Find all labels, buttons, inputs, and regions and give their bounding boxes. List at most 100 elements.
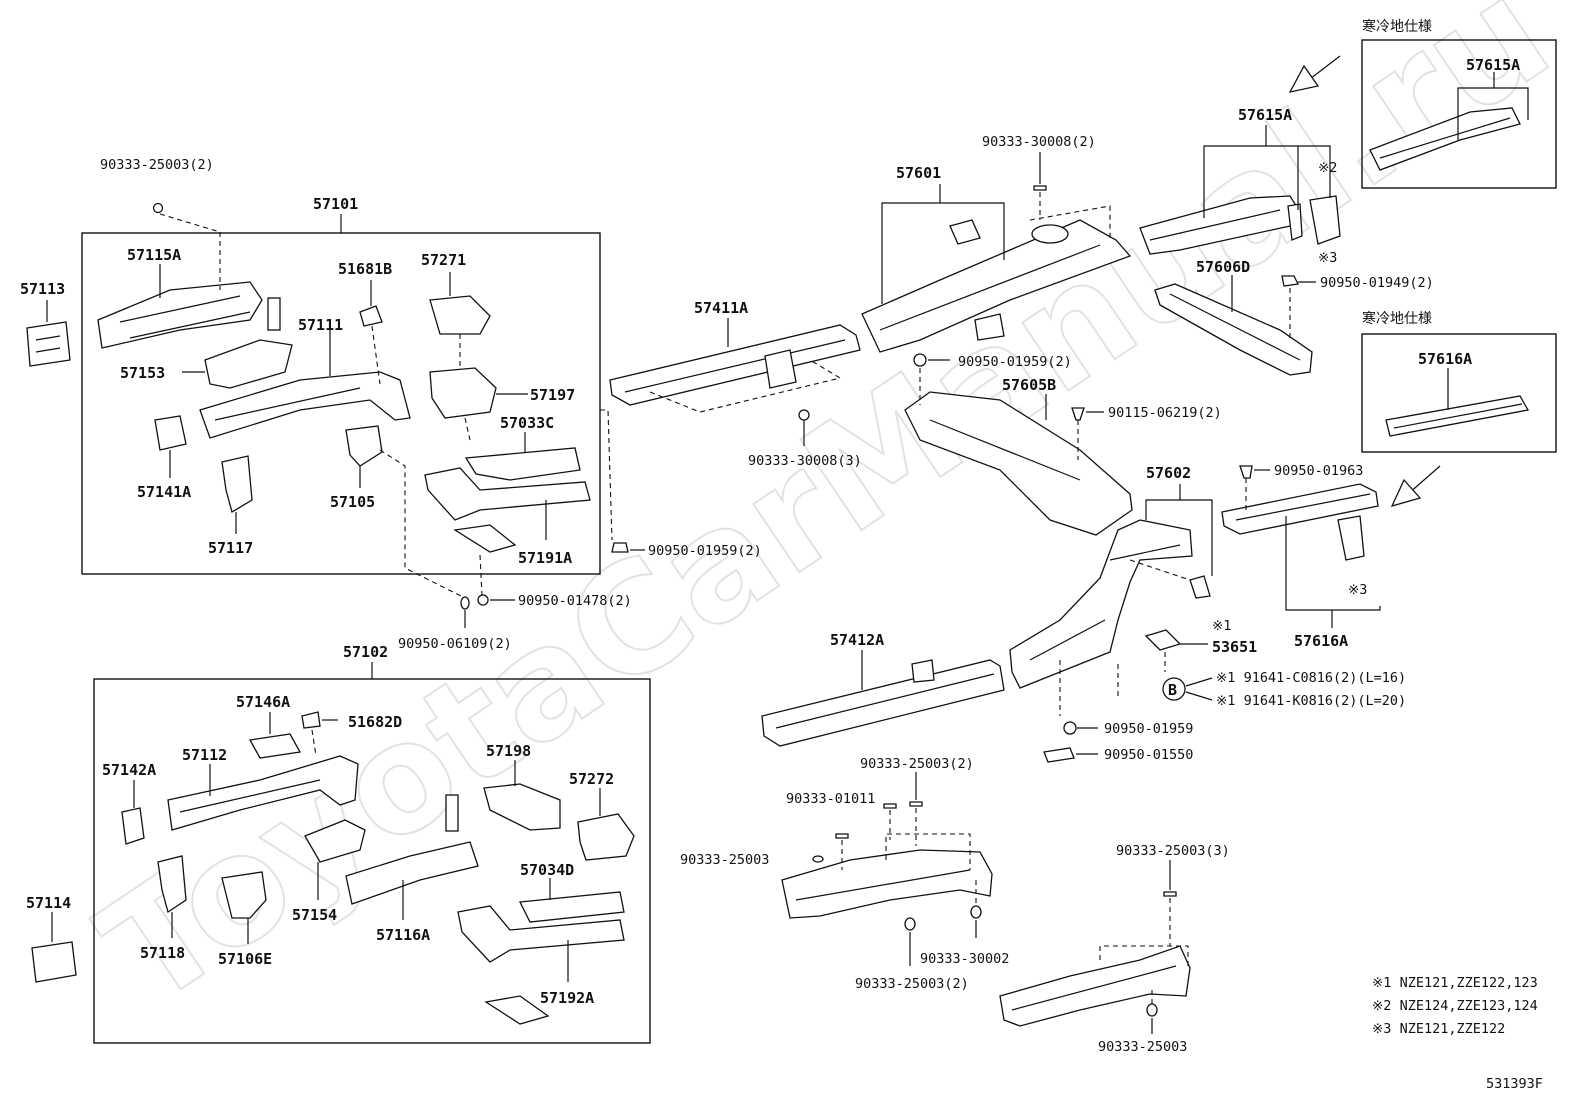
part-bracket-b-rear[interactable] — [999, 945, 1191, 1027]
part-label-57602[interactable]: 57602 — [1146, 464, 1191, 482]
part-57198[interactable] — [483, 783, 561, 831]
nut-90950-01959[interactable] — [611, 542, 629, 553]
part-label-57113[interactable]: 57113 — [20, 280, 65, 298]
part-57272[interactable] — [577, 813, 635, 861]
bolt-label-b5[interactable]: 90333-30008(3) — [748, 453, 862, 469]
part-57605B[interactable] — [904, 391, 1133, 536]
part-label-57153[interactable]: 57153 — [120, 364, 165, 382]
part-57116A[interactable] — [345, 841, 479, 905]
part-57615A-cold[interactable] — [1369, 107, 1521, 171]
part-label-57198[interactable]: 57198 — [486, 742, 531, 760]
bolt-label-b6[interactable]: 90333-30008(2) — [982, 134, 1096, 150]
part-57106E[interactable] — [221, 871, 267, 919]
part-label-57117[interactable]: 57117 — [208, 539, 253, 557]
part-57192A[interactable] — [457, 905, 625, 963]
part-57601[interactable] — [861, 219, 1132, 353]
bolt-90333-30008-2[interactable] — [1033, 185, 1047, 191]
part-label-57616A[interactable]: 57616A — [1294, 632, 1348, 650]
bolt-label-b13[interactable]: 90333-25003(2) — [860, 756, 974, 772]
bolt-90333-30008[interactable] — [798, 409, 810, 421]
part-57115A[interactable] — [97, 281, 263, 349]
part-57141A[interactable] — [154, 415, 187, 451]
part-label-57606D[interactable]: 57606D — [1196, 258, 1250, 276]
bolt-90950-01949[interactable] — [1281, 275, 1299, 287]
bolt-90333-25003-c[interactable] — [812, 855, 824, 863]
bolt-label-b7[interactable]: 90950-01959(2) — [958, 354, 1072, 370]
part-51681B[interactable] — [359, 305, 383, 327]
part-57616A-cold[interactable] — [1385, 395, 1530, 437]
part-label-57106E[interactable]: 57106E — [218, 950, 272, 968]
bolt-label-b1[interactable]: 90333-25003(2) — [100, 157, 214, 173]
bolt-small-a[interactable] — [835, 833, 849, 839]
part-label-57105[interactable]: 57105 — [330, 493, 375, 511]
part-label-57154[interactable]: 57154 — [292, 906, 337, 924]
part-label-57272[interactable]: 57272 — [569, 770, 614, 788]
part-label-51682D[interactable]: 51682D — [348, 713, 402, 731]
part-57602[interactable] — [1009, 519, 1193, 689]
part-label-57114[interactable]: 57114 — [26, 894, 71, 912]
bolt-label-b10[interactable]: 90950-01963 — [1274, 463, 1363, 479]
nut-90950-01959-c[interactable] — [1063, 721, 1077, 735]
part-label-57115A[interactable]: 57115A — [127, 246, 181, 264]
bolt-label-b8[interactable]: 90115-06219(2) — [1108, 405, 1222, 421]
bolt-label-b11[interactable]: 90950-01959 — [1104, 721, 1193, 737]
part-57153[interactable] — [204, 339, 293, 389]
bolt-90333-25003-f[interactable] — [1146, 1003, 1158, 1017]
bolt-callout-c2[interactable]: ※1 91641-K0816(2)(L=20) — [1216, 693, 1406, 709]
bolt-90333-25003[interactable] — [152, 202, 164, 214]
part-label-53651[interactable]: 53651 — [1212, 638, 1257, 656]
plug-90950-06109[interactable] — [460, 596, 470, 610]
part-label-57101[interactable]: 57101 — [313, 195, 358, 213]
part-57191A[interactable] — [424, 467, 591, 521]
bolt-label-b3[interactable]: 90950-01478(2) — [518, 593, 632, 609]
part-label-57197[interactable]: 57197 — [530, 386, 575, 404]
part-label-57615A[interactable]: 57615A — [1238, 106, 1292, 124]
part-57114[interactable] — [31, 941, 77, 983]
part-57197[interactable] — [429, 367, 497, 419]
part-label-57616A-cold[interactable]: 57616A — [1418, 350, 1472, 368]
part-57111[interactable] — [199, 371, 411, 439]
bolt-label-b12[interactable]: 90950-01550 — [1104, 747, 1193, 763]
bolt-90333-25003-d[interactable] — [904, 917, 916, 931]
part-label-57271[interactable]: 57271 — [421, 251, 466, 269]
bolt-90333-01011[interactable] — [883, 803, 897, 809]
bolt-label-b14[interactable]: 90333-01011 — [786, 791, 875, 807]
part-label-57192A[interactable]: 57192A — [540, 989, 594, 1007]
part-57113[interactable] — [26, 321, 71, 367]
part-57411A[interactable] — [609, 324, 861, 406]
part-label-57191A[interactable]: 57191A — [518, 549, 572, 567]
part-53651[interactable] — [1144, 629, 1182, 651]
part-bracket-b-front[interactable] — [781, 849, 993, 919]
bolt-label-b2[interactable]: 90950-01959(2) — [648, 543, 762, 559]
part-label-57142A[interactable]: 57142A — [102, 761, 156, 779]
part-57154[interactable] — [304, 819, 366, 863]
part-label-57111[interactable]: 57111 — [298, 316, 343, 334]
part-57034D[interactable] — [518, 891, 625, 923]
part-label-51681B[interactable]: 51681B — [338, 260, 392, 278]
part-label-57118[interactable]: 57118 — [140, 944, 185, 962]
bolt-90950-01963[interactable] — [1239, 465, 1253, 479]
bolt-90115-06219[interactable] — [1071, 407, 1085, 421]
part-label-57146A[interactable]: 57146A — [236, 693, 290, 711]
part-57146A[interactable] — [248, 733, 302, 759]
bolt-label-b9[interactable]: 90950-01949(2) — [1320, 275, 1434, 291]
part-57412A[interactable] — [761, 659, 1005, 747]
part-57606D[interactable] — [1154, 283, 1313, 376]
bolt-label-b19[interactable]: 90333-25003 — [1098, 1039, 1187, 1055]
part-label-57112[interactable]: 57112 — [182, 746, 227, 764]
bolt-label-b17[interactable]: 90333-25003(2) — [855, 976, 969, 992]
part-57105[interactable] — [345, 425, 383, 467]
bolt-label-b4[interactable]: 90950-06109(2) — [398, 636, 512, 652]
part-57142A[interactable] — [121, 807, 145, 845]
part-57118[interactable] — [157, 855, 187, 914]
part-51682D[interactable] — [301, 711, 321, 729]
part-label-57102[interactable]: 57102 — [343, 643, 388, 661]
part-label-57412A[interactable]: 57412A — [830, 631, 884, 649]
bolt-label-b18[interactable]: 90333-25003(3) — [1116, 843, 1230, 859]
part-57616A[interactable] — [1221, 483, 1379, 535]
bolt-label-b16[interactable]: 90333-30002 — [920, 951, 1009, 967]
part-label-57605B[interactable]: 57605B — [1002, 376, 1056, 394]
part-57271[interactable] — [429, 295, 491, 335]
nut-90950-01478[interactable] — [477, 594, 489, 606]
part-label-57601[interactable]: 57601 — [896, 164, 941, 182]
